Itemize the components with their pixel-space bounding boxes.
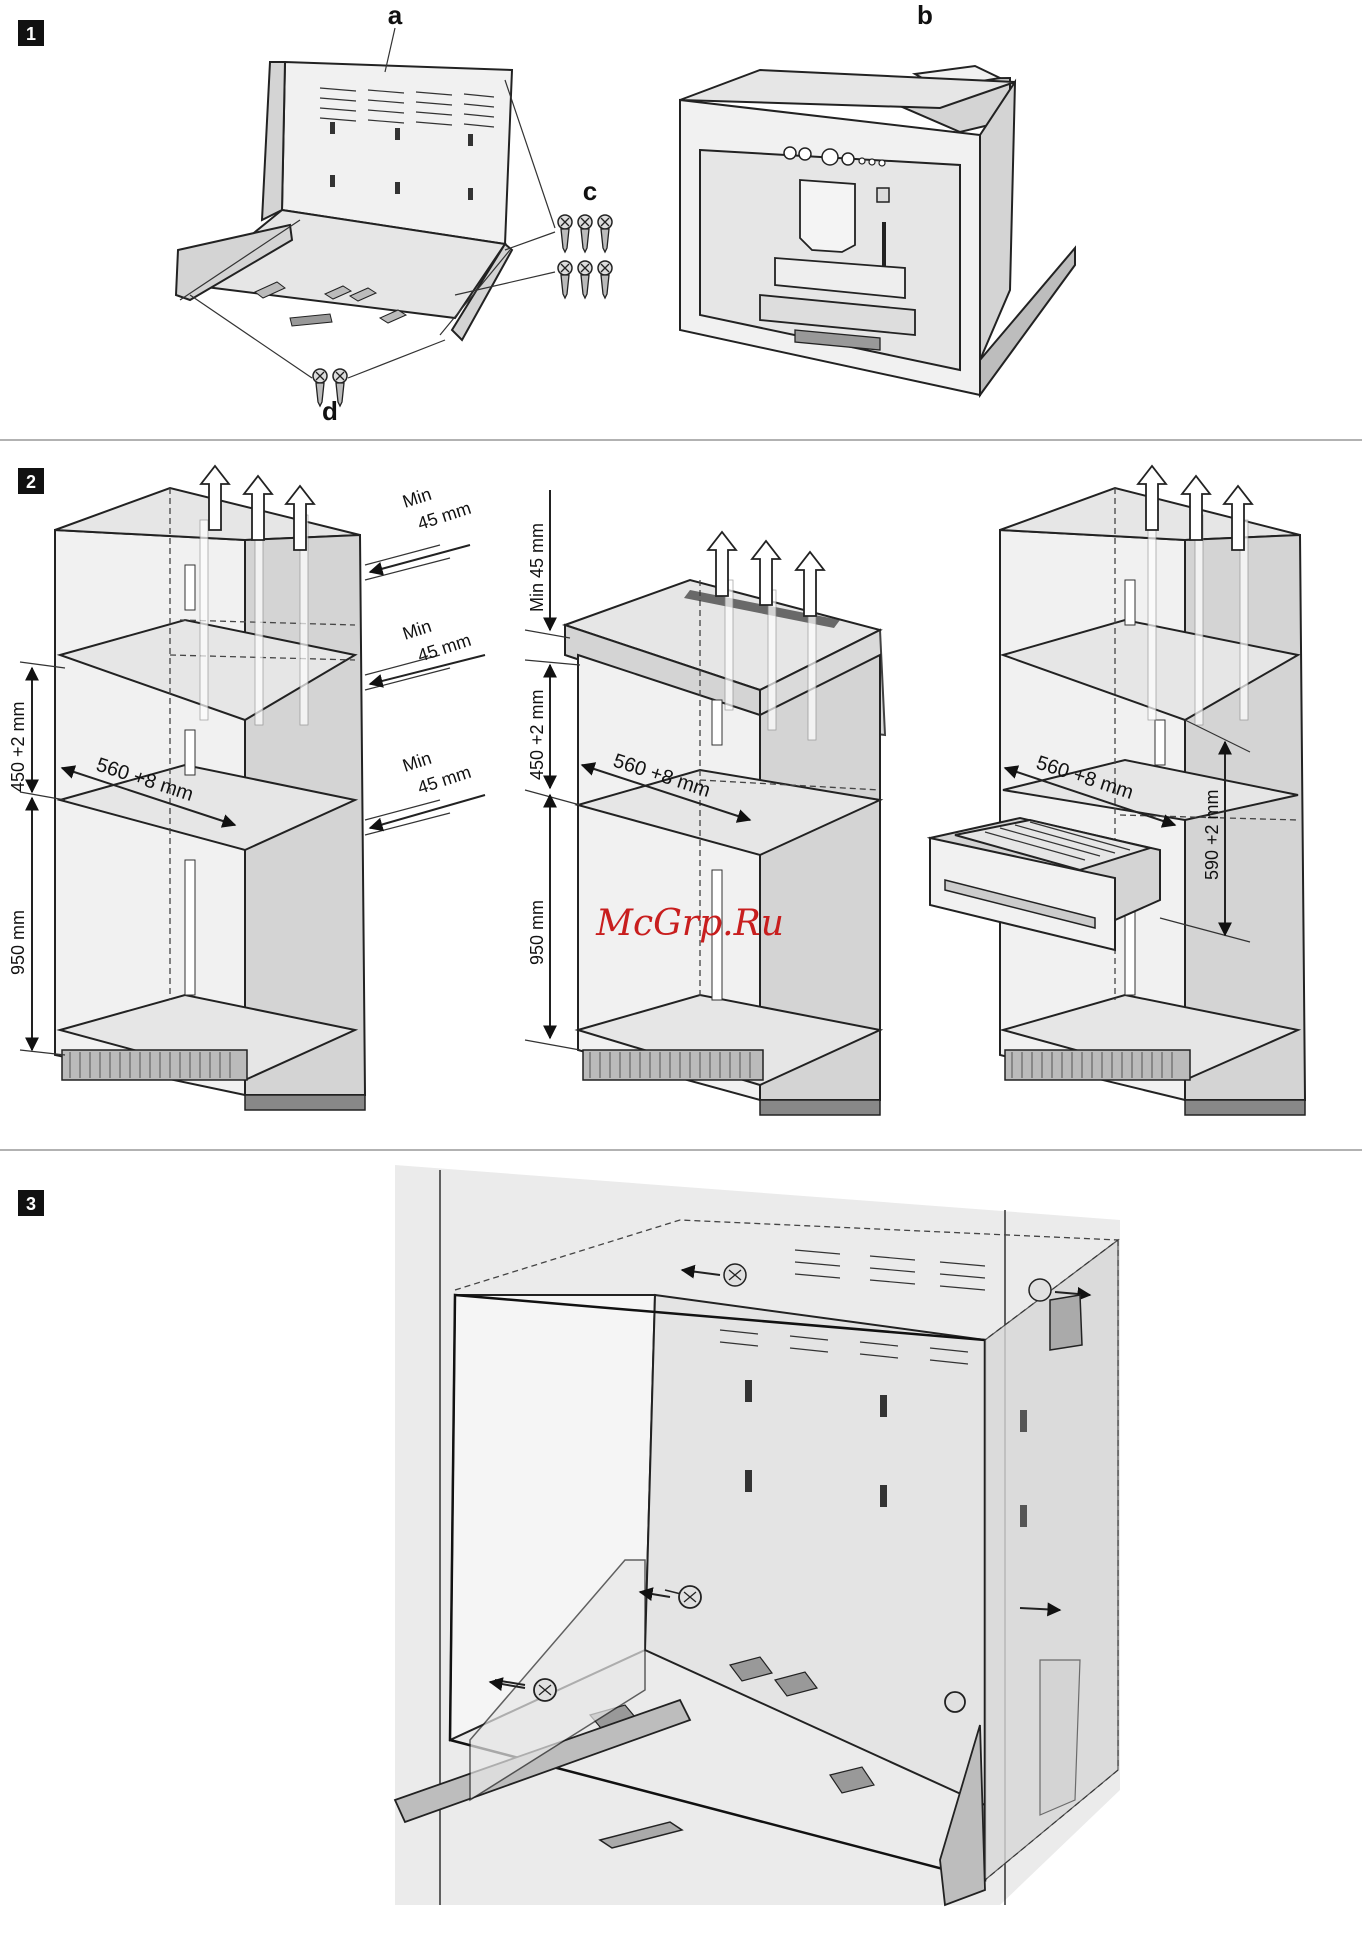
left-min-low-line1: Min [400, 748, 434, 776]
cabinet-middle [565, 532, 885, 1115]
coffee-machine [680, 66, 1075, 395]
label-d: d [322, 396, 338, 426]
label-b: b [917, 0, 933, 30]
left-niche-height: 450 +2 mm [8, 701, 28, 792]
middle-niche-height: 450 +2 mm [527, 689, 547, 780]
label-a: a [388, 0, 403, 30]
step-1-number: 1 [26, 24, 36, 44]
left-base-height: 950 mm [8, 910, 28, 975]
middle-min-top: Min 45 mm [527, 523, 547, 612]
left-min-mid-line1: Min [400, 616, 434, 644]
step-3-number: 3 [26, 1194, 36, 1214]
middle-base-height: 950 mm [527, 900, 547, 965]
step-2-number: 2 [26, 472, 36, 492]
mounting-frame [176, 62, 512, 340]
left-min-top-line1: Min [400, 484, 434, 512]
step-3-section: 3 [18, 1165, 1120, 1905]
right-niche-height: 590 +2 mm [1202, 789, 1222, 880]
step-2-section: 2 Min 45 mm [8, 466, 1305, 1115]
label-c: c [583, 176, 597, 206]
watermark: McGrp.Ru [595, 903, 784, 944]
cabinet-left [55, 466, 365, 1110]
step-1-section: 1 a [18, 0, 1075, 426]
installation-niche [395, 1165, 1120, 1905]
